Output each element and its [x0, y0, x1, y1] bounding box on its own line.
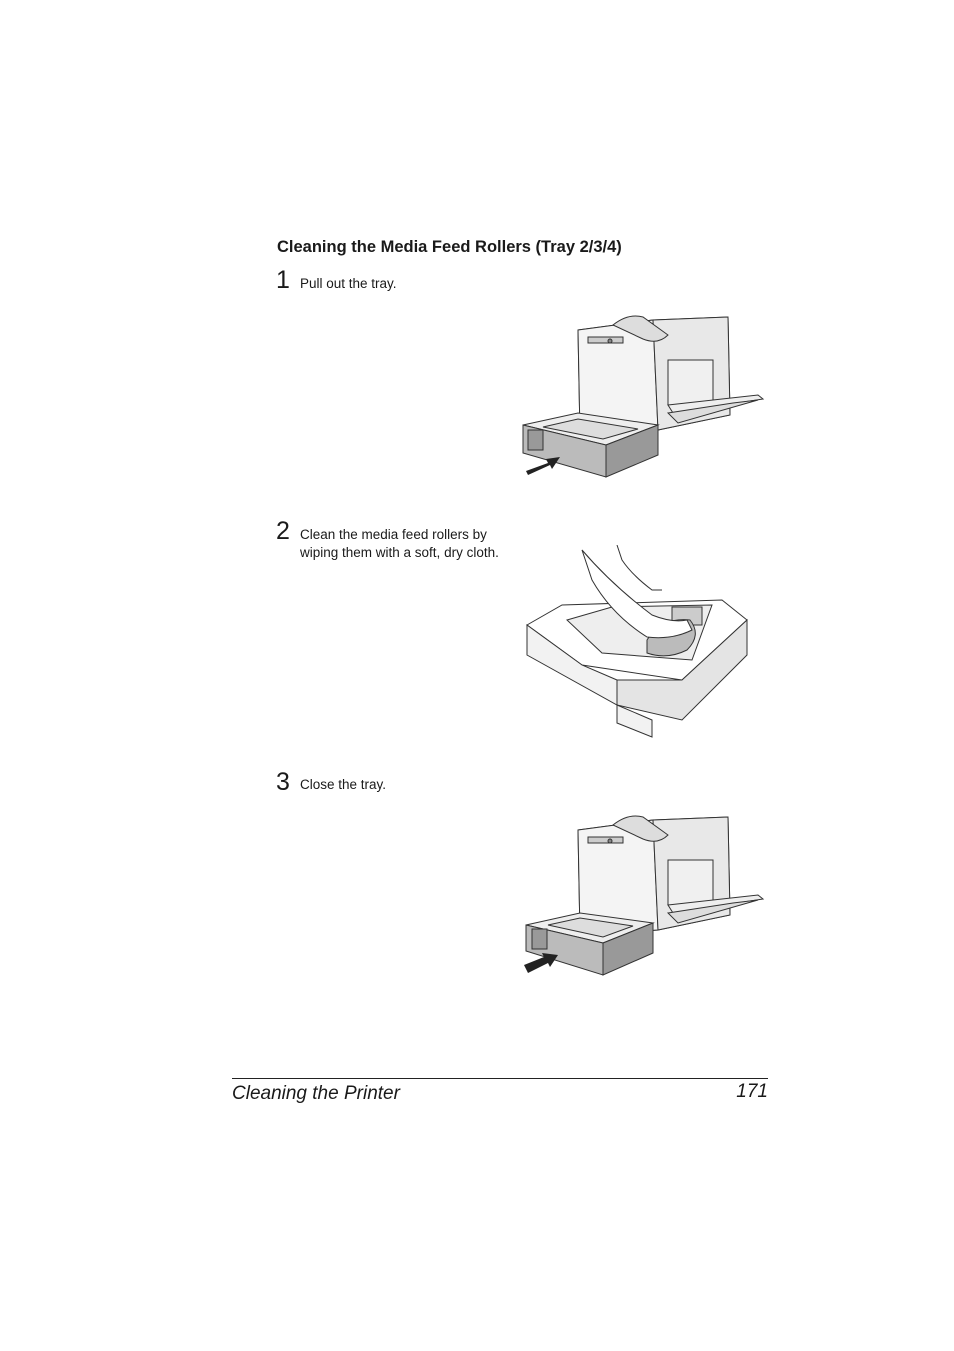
step-3-text: Close the tray.: [300, 777, 387, 792]
step-2-text: Clean the media feed rollers by wiping t…: [300, 527, 499, 560]
section-heading: Cleaning the Media Feed Rollers (Tray 2/…: [277, 238, 622, 256]
illustration-close-tray: [518, 805, 768, 985]
step-2-number: 2: [276, 517, 290, 545]
step-1-number: 1: [276, 266, 290, 294]
step-1-text: Pull out the tray.: [300, 276, 397, 291]
footer-rule: [232, 1078, 768, 1079]
footer-title: Cleaning the Printer: [232, 1083, 400, 1104]
step-3-number: 3: [276, 768, 290, 796]
page-number: 171: [736, 1081, 768, 1102]
illustration-pull-out-tray: [518, 305, 768, 485]
illustration-wipe-rollers: [522, 545, 767, 740]
